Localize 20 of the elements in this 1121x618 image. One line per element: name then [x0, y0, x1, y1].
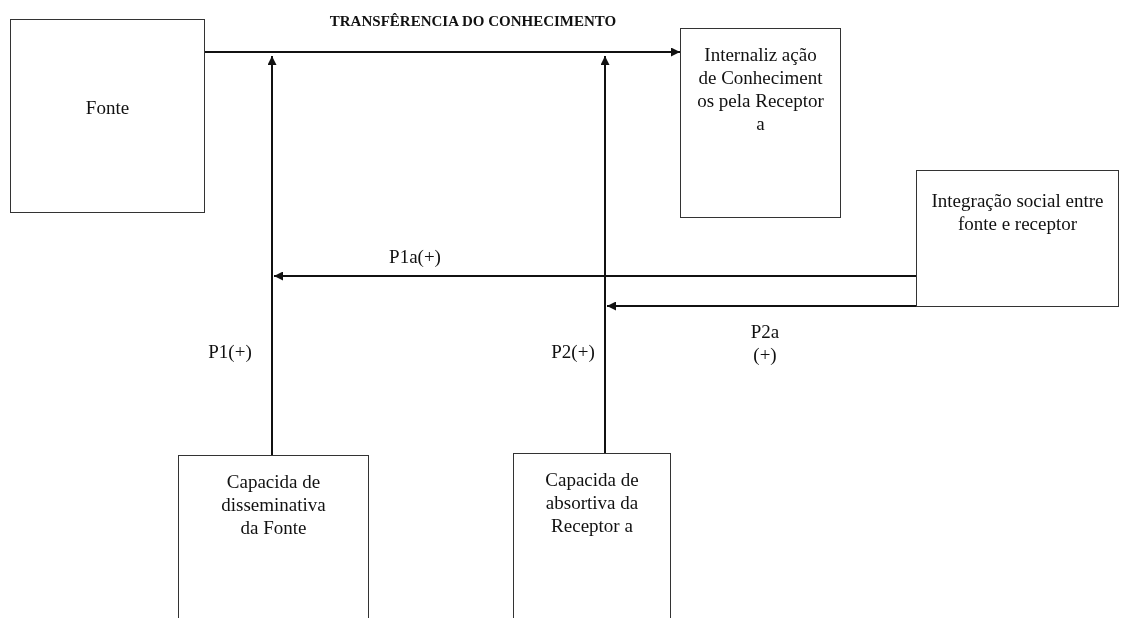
edge-label: TRANSFÊRENCIA DO CONHECIMENTO	[328, 12, 618, 31]
arrow	[267, 55, 277, 456]
arrow	[204, 47, 681, 57]
box-text: Fonte	[84, 96, 131, 120]
edge-label: P2(+)	[550, 340, 596, 363]
box-text: Internaliz ação de Conheciment os pela Receptor a	[696, 43, 825, 136]
box-text: Capacida de absortiva da Receptor a	[544, 468, 640, 538]
concept-box	[680, 28, 841, 218]
box-text: Capacida de disseminativa da Fonte	[220, 470, 327, 540]
concept-box	[178, 455, 369, 618]
concept-box	[10, 19, 205, 213]
arrow	[273, 271, 917, 281]
concept-box	[513, 453, 671, 618]
edge-label: P1(+)	[207, 340, 253, 363]
edge-label: P2a (+)	[749, 320, 781, 366]
arrow	[600, 55, 610, 454]
concept-box	[916, 170, 1119, 307]
edge-label: P1a(+)	[388, 245, 442, 268]
arrow	[606, 301, 917, 311]
box-text: Integração social entre fonte e receptor	[930, 189, 1105, 236]
